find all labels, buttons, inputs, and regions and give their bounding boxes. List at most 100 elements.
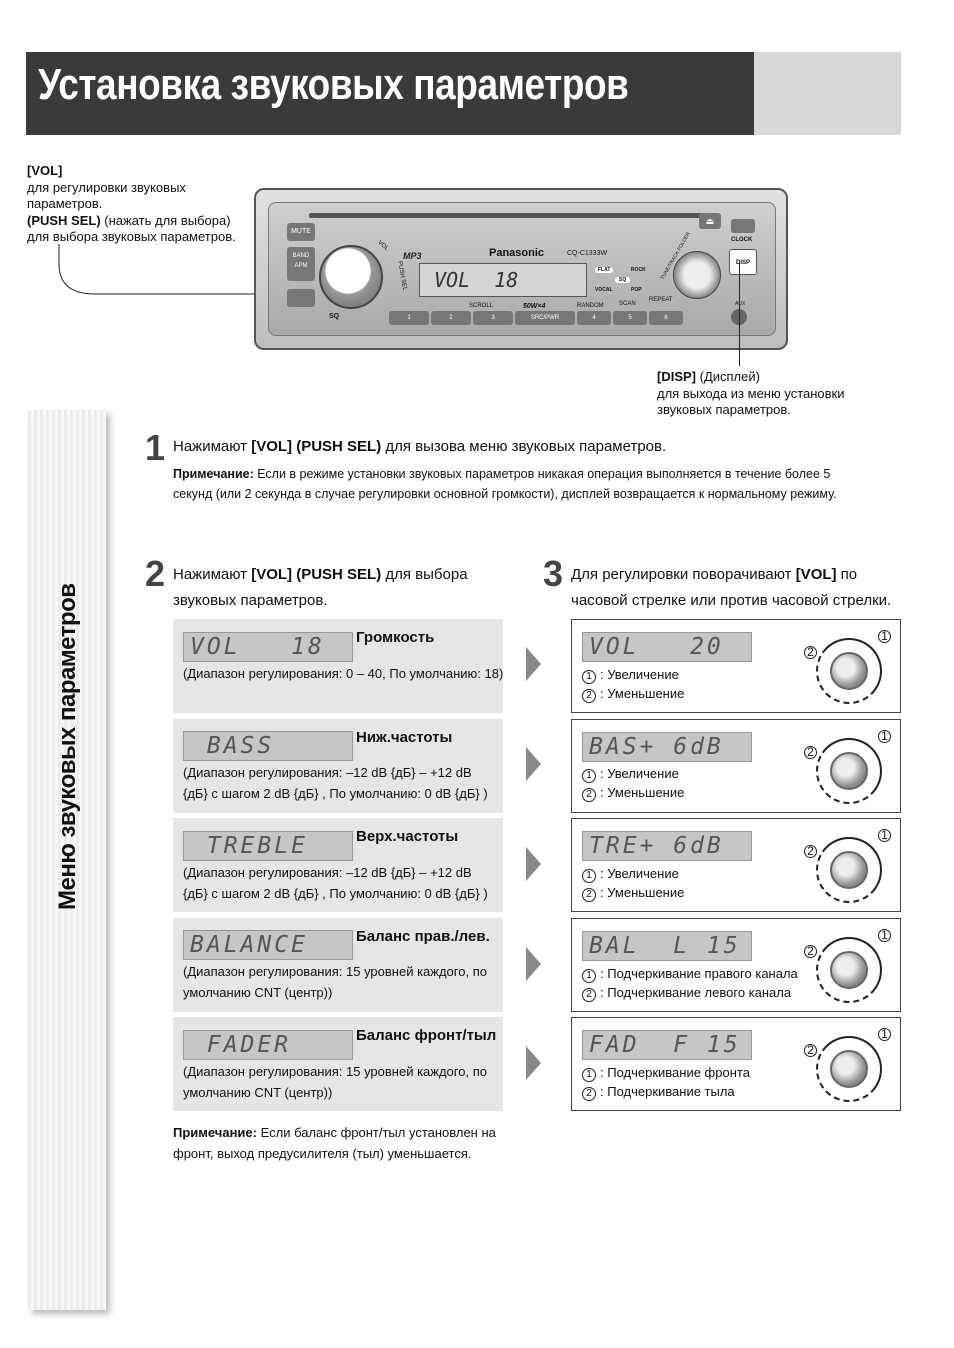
arrow-right-icon [526, 1046, 541, 1080]
sq-button[interactable] [287, 289, 315, 307]
result-bass-opt2: : Уменьшение [600, 785, 685, 800]
knob-label-1: 1 [878, 730, 891, 743]
preset-4-button[interactable]: 4 [577, 311, 611, 325]
clock-button[interactable] [731, 219, 755, 233]
knob-label-2: 2 [804, 646, 817, 659]
sidebar-title: Меню звуковых параметров [54, 583, 81, 910]
result-balance-opt2: : Подчеркивание левого канала [600, 985, 792, 1000]
disp-note: [DISP] (Дисплей) для выхода из меню уста… [657, 369, 917, 419]
arrow-right-icon [526, 647, 541, 681]
circled-1-icon: 1 [582, 869, 596, 883]
circled-2-icon: 2 [582, 788, 596, 802]
result-volume-opt1: : Увеличение [600, 667, 679, 682]
param-volume: VOL 18 Громкость (Диапазон регулирования… [173, 619, 503, 713]
disp-button[interactable]: DISP [729, 249, 757, 275]
param-bass-range1: (Диапазон регулирования: –12 dB {дБ} – +… [183, 765, 472, 780]
preset-3-button[interactable]: 3 [473, 311, 513, 325]
eq-labels: FLAT ROCK SQ VOCAL POP [591, 265, 661, 297]
result-bass-lcd: BAS+ 6dB [582, 732, 752, 762]
param-fader-lcd: FADER [183, 1030, 353, 1060]
result-fader: FAD F 15 1: Подчеркивание фронта 2: Подч… [571, 1017, 901, 1111]
result-treble-lcd: TRE+ 6dB [582, 831, 752, 861]
step-1-note-label: Примечание: [173, 467, 254, 481]
circled-1-icon: 1 [582, 670, 596, 684]
push-sel-knob-label: PUSH SEL [396, 260, 408, 292]
knob-label-1: 1 [878, 929, 891, 942]
param-volume-range: (Диапазон регулирования: 0 – 40, По умол… [183, 666, 504, 681]
rotary-knob-icon: 1 2 [802, 927, 892, 1007]
vol-note-line1: для регулировки звуковых [27, 179, 186, 195]
step-2-number: 2 [145, 553, 166, 594]
result-balance-opt1: : Подчеркивание правого канала [600, 966, 798, 981]
param-balance-range2: умолчанию CNT (центр)) [183, 985, 333, 1000]
preset-2-button[interactable]: 2 [431, 311, 471, 325]
result-fader-opt2: : Подчеркивание тыла [600, 1084, 735, 1099]
knob-body [830, 752, 868, 790]
vol-callout-line [58, 244, 347, 295]
disp-note-line2: для выхода из меню установки [657, 385, 845, 401]
counter-clockwise-arc [816, 937, 882, 1003]
param-bass-range2: {дБ} с шагом 2 dB {дБ} , По умолчанию: 0… [183, 786, 488, 801]
preset-6-button[interactable]: 6 [649, 311, 683, 325]
preset-1-button[interactable]: 1 [389, 311, 429, 325]
step-3-instruction: Для регулировки поворачивают [VOL] по ча… [571, 562, 891, 614]
param-bass: BASS Ниж.частоты (Диапазон регулирования… [173, 719, 503, 813]
circled-1-icon: 1 [582, 769, 596, 783]
step-3-key: [VOL] [795, 566, 837, 583]
disp-key-text: (Дисплей) [696, 369, 760, 384]
page-header: Установка звуковых параметров [26, 52, 901, 135]
bottom-note-label: Примечание: [173, 1125, 257, 1140]
param-treble-name: Верх.частоты [356, 828, 459, 845]
step-1-note-line1: Если в режиме установки звуковых парамет… [253, 467, 831, 481]
sq-label: SQ [329, 313, 340, 320]
param-fader-range2: умолчанию CNT (центр)) [183, 1085, 333, 1100]
counter-clockwise-arc [816, 1036, 882, 1102]
result-balance-lcd: BAL L 15 [582, 931, 752, 961]
counter-clockwise-arc [816, 738, 882, 804]
arrow-right-icon [526, 847, 541, 881]
result-fader-opt1: : Подчеркивание фронта [600, 1065, 750, 1080]
vol-knob-label: VOL [376, 239, 390, 253]
bottom-note: Примечание: Если баланс фронт/тыл устано… [173, 1122, 496, 1164]
vocal-label: VOCAL [595, 287, 613, 293]
rotary-knob-icon: 1 2 [802, 827, 892, 907]
result-treble-opt1: : Увеличение [600, 866, 679, 881]
knob-label-2: 2 [804, 1044, 817, 1057]
page-title: Установка звуковых параметров [38, 60, 629, 109]
preset-buttons: 1 2 3 SRC/PWR 4 5 6 [389, 311, 689, 327]
knob-label-2: 2 [804, 746, 817, 759]
step-2-key: [VOL] (PUSH SEL) [251, 566, 382, 583]
scroll-label: SCROLL [469, 303, 494, 309]
param-bass-name: Ниж.частоты [356, 729, 453, 746]
random-label: RANDOM [577, 303, 604, 309]
flat-label: FLAT [595, 267, 614, 273]
knob-body [830, 1050, 868, 1088]
step-1-instruction: Нажимают [VOL] (PUSH SEL) для вызова мен… [173, 438, 666, 455]
rotary-knob-icon: 1 2 [802, 1026, 892, 1106]
param-fader-range1: (Диапазон регулирования: 15 уровней кажд… [183, 1064, 487, 1079]
tune-track-dial[interactable] [673, 251, 721, 299]
step-1-note-line2: секунд (или 2 секунда в случае регулиров… [173, 487, 837, 501]
step-3-number: 3 [543, 553, 564, 594]
result-volume-lcd: VOL 20 [582, 632, 752, 662]
circled-2-icon: 2 [582, 1087, 596, 1101]
preset-5-button[interactable]: 5 [613, 311, 647, 325]
src-pwr-button[interactable]: SRC/PWR [515, 311, 575, 325]
watt-label: 50W×4 [523, 303, 546, 310]
device-display: VOL 18 [419, 263, 587, 297]
arrow-right-icon [526, 747, 541, 781]
repeat-label: REPEAT [649, 297, 673, 303]
push-sel-text: (нажать для выбора) [100, 212, 231, 228]
param-treble-range2: {дБ} с шагом 2 dB {дБ} , По умолчанию: 0… [183, 886, 488, 901]
mute-button[interactable]: MUTE [287, 223, 315, 241]
knob-label-1: 1 [878, 1028, 891, 1041]
result-volume: VOL 20 1: Увеличение 2: Уменьшение 1 2 [571, 619, 901, 713]
vol-knob[interactable] [319, 245, 383, 309]
circled-2-icon: 2 [582, 988, 596, 1002]
knob-label-2: 2 [804, 845, 817, 858]
param-balance-lcd: BALANCE [183, 930, 353, 960]
eject-icon[interactable]: ⏏ [699, 213, 721, 229]
vol-note-line4: для выбора звуковых параметров. [27, 229, 236, 244]
cd-slot [309, 213, 719, 218]
